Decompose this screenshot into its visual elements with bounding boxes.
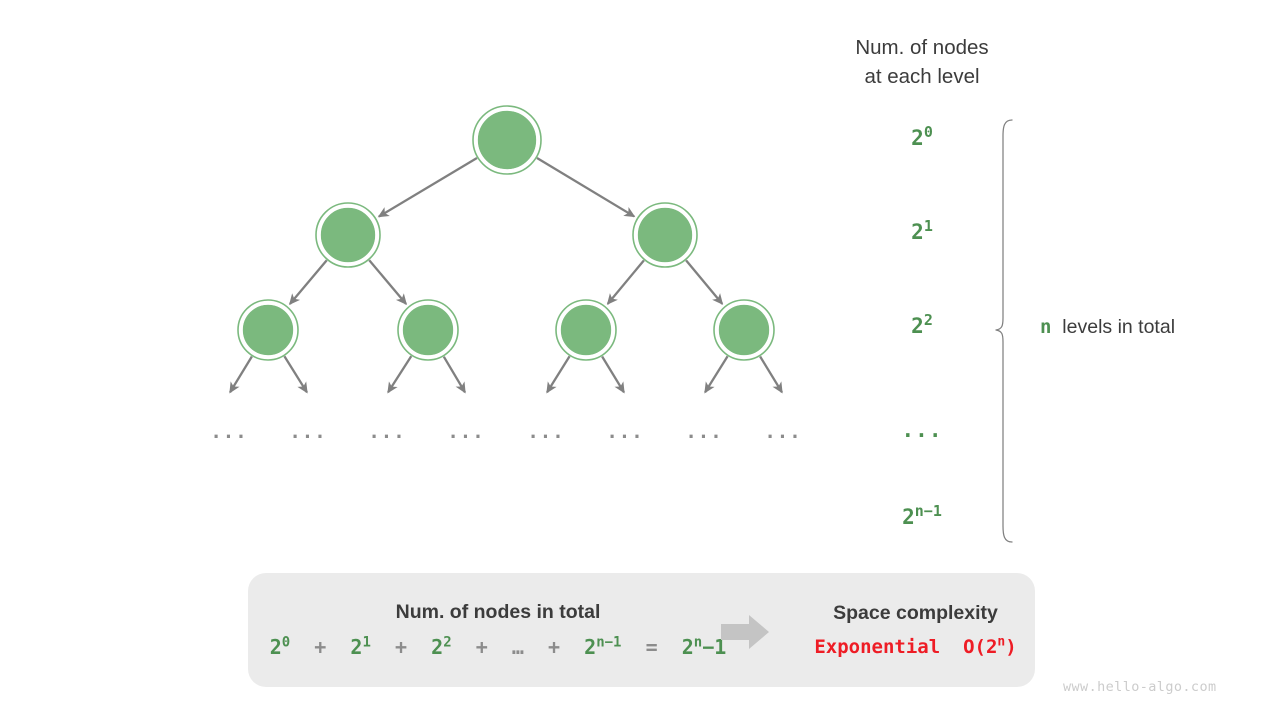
right-block-arrow-icon	[721, 615, 769, 649]
formula-term: 2n−1	[584, 635, 621, 659]
leaf-ellipsis: ...	[764, 421, 802, 443]
leaf-ellipsis: ...	[210, 421, 248, 443]
formula-term-exponent: 0	[281, 634, 291, 651]
level-count-4: 2n−1	[852, 502, 992, 530]
complexity-verdict: Exponential	[814, 636, 941, 658]
level-count-0: 20	[852, 123, 992, 151]
level-count-base: 2	[902, 505, 915, 529]
total-nodes-title: Num. of nodes in total	[395, 601, 601, 623]
formula-term: 21	[350, 635, 370, 659]
levels-in-total-text: levels in total	[1062, 316, 1176, 338]
leaf-ellipsis: ...	[606, 421, 644, 443]
leaf-ellipsis: ...	[447, 421, 485, 443]
tree-edge	[377, 156, 478, 218]
tree-edges	[229, 156, 783, 394]
level-count-exponent: 2	[923, 311, 933, 329]
level-count-3: ...	[901, 418, 943, 442]
formula-term-exponent: 2	[443, 634, 452, 651]
space-complexity-block: Space complexity Exponential O(2n)	[796, 573, 1035, 687]
complexity-notation-base: O(2	[963, 636, 998, 658]
formula-term-exponent: 1	[362, 634, 371, 651]
summary-panel: Num. of nodes in total 20 + 21 + 22 + … …	[248, 573, 1035, 687]
level-count-exponent: 0	[923, 123, 933, 141]
total-levels-annotation: n levels in total	[1040, 316, 1175, 339]
formula-term-base: 2	[431, 635, 444, 659]
formula-term-base: 2	[681, 635, 694, 659]
tree-edge	[229, 355, 253, 394]
formula-term-exponent: n−1	[596, 634, 622, 651]
tree-edge	[546, 355, 571, 394]
level-count-exponent: 1	[923, 217, 933, 235]
tree-edge	[606, 259, 645, 305]
tree-node	[472, 105, 542, 175]
tree-edge	[283, 355, 308, 394]
watermark: www.hello-algo.com	[1063, 679, 1217, 695]
formula-operator: +	[548, 635, 561, 659]
tree-node	[713, 299, 775, 361]
formula-operator: =	[645, 635, 658, 659]
total-nodes-formula: 20 + 21 + 22 + … + 2n−1 = 2n−1	[270, 635, 727, 659]
formula-term-base: 2	[584, 635, 597, 659]
level-count-base: 2	[911, 126, 924, 150]
formula-term: 2n−1	[682, 635, 727, 659]
leaf-ellipsis: ...	[368, 421, 406, 443]
formula-operator: …	[511, 635, 524, 659]
formula-term: 20	[270, 635, 290, 659]
tree-edge	[442, 356, 466, 394]
leaf-ellipsis: ...	[289, 421, 327, 443]
tree-node	[397, 299, 459, 361]
formula-operator: +	[314, 635, 327, 659]
tree-edge	[368, 259, 407, 306]
tree-edge	[536, 157, 636, 218]
tree-nodes	[237, 105, 775, 361]
tree-edge	[685, 259, 724, 305]
formula-term-base: 2	[350, 635, 363, 659]
levels-variable-n: n	[1040, 316, 1052, 338]
space-complexity-title: Space complexity	[833, 602, 998, 624]
leaf-ellipsis: ...	[685, 421, 723, 443]
complexity-notation: O(2n)	[963, 636, 1017, 658]
formula-term-exponent: n	[693, 634, 703, 651]
formula-operator: +	[395, 635, 408, 659]
level-count-1: 21	[852, 217, 992, 245]
levels-brace	[995, 119, 1013, 543]
tree-node	[315, 202, 381, 268]
tree-edge	[289, 259, 328, 306]
formula-term: 22	[431, 635, 451, 659]
level-count-2: 22	[852, 311, 992, 339]
space-complexity-value: Exponential O(2n)	[814, 636, 1016, 658]
level-count-exponent: n−1	[914, 502, 942, 520]
tree-edge	[387, 355, 413, 394]
tree-edge	[759, 355, 783, 394]
formula-operator: +	[475, 635, 488, 659]
formula-term-base: 2	[269, 635, 282, 659]
tree-node	[555, 299, 617, 361]
tree-edge	[601, 355, 625, 394]
total-nodes-block: Num. of nodes in total 20 + 21 + 22 + … …	[248, 573, 748, 687]
complexity-notation-close: )	[1005, 636, 1017, 658]
tree-node	[237, 299, 299, 361]
level-count-base: 2	[911, 314, 924, 338]
leaf-ellipsis: ...	[527, 421, 565, 443]
level-count-base: 2	[911, 220, 924, 244]
tree-node	[632, 202, 698, 268]
tree-edge	[704, 355, 729, 394]
level-column-header: Num. of nodes at each level	[855, 36, 989, 88]
complexity-notation-exponent: n	[997, 634, 1006, 650]
